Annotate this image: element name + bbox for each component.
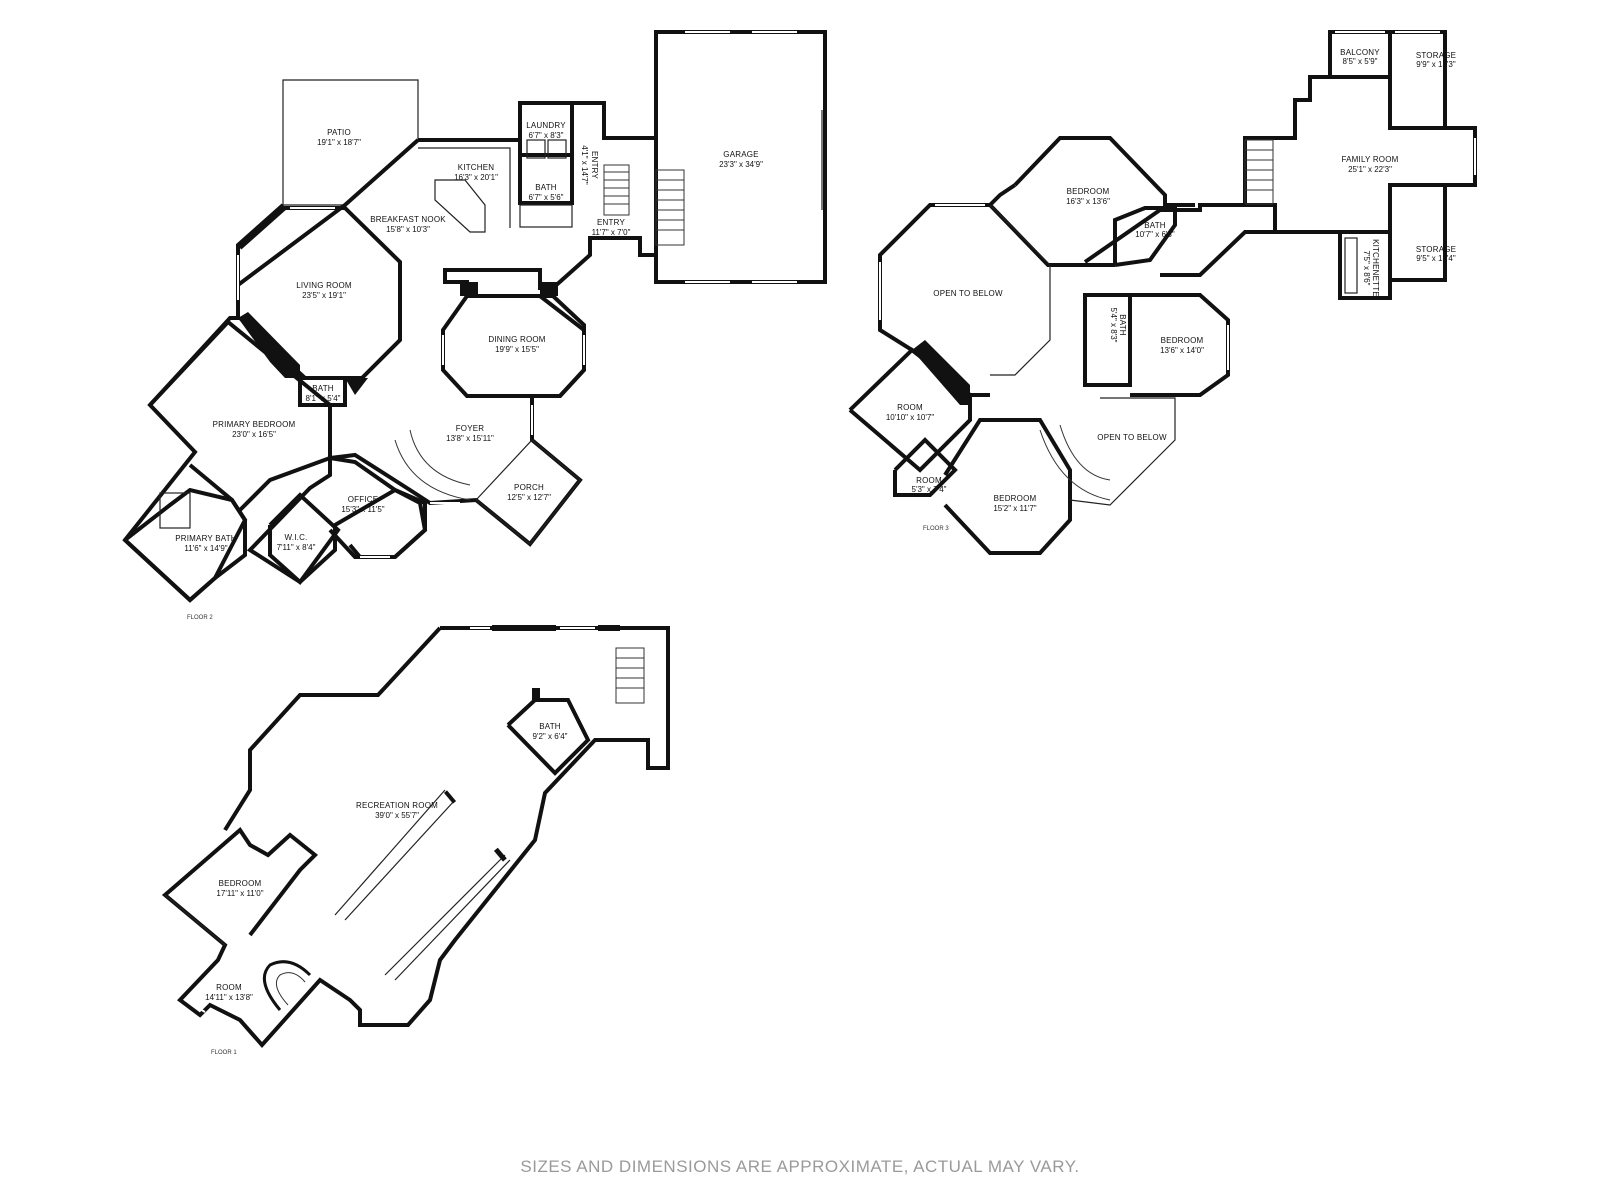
room-dim: 9'5" x 13'4" bbox=[1416, 254, 1456, 263]
room-label: BALCONY bbox=[1340, 48, 1380, 57]
room-label: ENTRY bbox=[597, 218, 625, 227]
room-dim: 7'11" x 8'4" bbox=[277, 543, 316, 552]
room-dim: 11'6" x 14'9" bbox=[184, 544, 227, 553]
room-label: PRIMARY BEDROOM bbox=[213, 420, 296, 429]
room-dim: 8'1" x 5'4" bbox=[306, 394, 341, 403]
room-dim: 5'3" x 7'4" bbox=[912, 485, 947, 494]
room-label: FOYER bbox=[456, 424, 485, 433]
room-labels: PATIO 19'1" x 18'7" KITCHEN 16'3" x 20'1… bbox=[175, 48, 1456, 1056]
room-dim: 7'5" x 8'6" bbox=[1362, 251, 1371, 286]
room-label: W.I.C. bbox=[285, 533, 308, 542]
room-dim: 25'1" x 22'3" bbox=[1348, 165, 1392, 174]
room-dim: 13'6" x 14'0" bbox=[1160, 346, 1204, 355]
room-label: PATIO bbox=[327, 128, 351, 137]
room-dim: 16'3" x 20'1" bbox=[454, 173, 498, 182]
room-label: ROOM bbox=[916, 476, 942, 485]
room-label: BEDROOM bbox=[994, 494, 1037, 503]
room-label: BATH bbox=[539, 722, 561, 731]
room-dim: 17'11" x 11'0" bbox=[216, 889, 263, 898]
room-label: BEDROOM bbox=[1161, 336, 1204, 345]
room-dim: 4'1" x 14'7" bbox=[580, 145, 589, 185]
room-dim: 11'7" x 7'0" bbox=[592, 228, 631, 237]
room-dim: 16'3" x 13'6" bbox=[1066, 197, 1110, 206]
room-dim: 15'8" x 10'3" bbox=[386, 225, 430, 234]
room-dim: 15'3" x 11'5" bbox=[341, 505, 384, 514]
room-dim: 39'0" x 55'7" bbox=[375, 811, 419, 820]
room-dim: 9'9" x 13'3" bbox=[1416, 60, 1456, 69]
room-label: BATH bbox=[1118, 314, 1127, 336]
room-dim: 13'8" x 15'11" bbox=[446, 434, 494, 443]
room-label: BATH bbox=[312, 384, 334, 393]
room-dim: 8'5" x 5'9" bbox=[1343, 57, 1378, 66]
room-dim: 10'7" x 6'3" bbox=[1135, 230, 1175, 239]
room-label: BEDROOM bbox=[1067, 187, 1110, 196]
room-label: ROOM bbox=[897, 403, 923, 412]
room-label: GARAGE bbox=[723, 150, 758, 159]
room-label: OFFICE bbox=[348, 495, 379, 504]
room-dim: 5'4" x 8'3" bbox=[1109, 308, 1118, 343]
room-label: ENTRY bbox=[590, 151, 599, 179]
room-label: BEDROOM bbox=[219, 879, 262, 888]
room-dim: 14'11" x 13'8" bbox=[205, 993, 253, 1002]
room-dim: 19'9" x 15'5" bbox=[495, 345, 539, 354]
room-label: PRIMARY BATH bbox=[175, 534, 237, 543]
room-label: BATH bbox=[535, 183, 557, 192]
room-dim: 6'7" x 8'3" bbox=[529, 131, 564, 140]
room-label: KITCHEN bbox=[458, 163, 495, 172]
room-dim: 23'5" x 19'1" bbox=[302, 291, 346, 300]
room-dim: 19'1" x 18'7" bbox=[317, 138, 361, 147]
floor-label: FLOOR 3 bbox=[923, 526, 949, 532]
room-label: KITCHENETTE bbox=[1371, 239, 1380, 297]
floor-label: FLOOR 2 bbox=[187, 615, 213, 621]
room-label: RECREATION ROOM bbox=[356, 801, 438, 810]
room-label: LIVING ROOM bbox=[296, 281, 352, 290]
room-label: STORAGE bbox=[1416, 51, 1456, 60]
room-label: DINING ROOM bbox=[488, 335, 545, 344]
room-label: FAMILY ROOM bbox=[1341, 155, 1398, 164]
room-dim: 10'10" x 10'7" bbox=[886, 413, 934, 422]
room-dim: 9'2" x 6'4" bbox=[533, 732, 568, 741]
floor-3-plan bbox=[848, 30, 1477, 555]
disclaimer-text: SIZES AND DIMENSIONS ARE APPROXIMATE, AC… bbox=[520, 1157, 1080, 1176]
room-label: LAUNDRY bbox=[526, 121, 566, 130]
room-dim: 12'5" x 12'7" bbox=[507, 493, 551, 502]
room-label: OPEN TO BELOW bbox=[1097, 433, 1167, 442]
room-dim: 23'3" x 34'9" bbox=[719, 160, 763, 169]
room-label: OPEN TO BELOW bbox=[933, 289, 1003, 298]
floor-2-plan bbox=[122, 30, 827, 603]
room-label: ROOM bbox=[216, 983, 242, 992]
room-label: BREAKFAST NOOK bbox=[370, 215, 446, 224]
room-label: STORAGE bbox=[1416, 245, 1456, 254]
room-dim: 15'2" x 11'7" bbox=[993, 504, 1036, 513]
floor-1-plan bbox=[161, 625, 670, 1049]
floor-label: FLOOR 1 bbox=[211, 1050, 237, 1056]
room-dim: 6'7" x 5'6" bbox=[529, 193, 564, 202]
room-dim: 23'0" x 16'5" bbox=[232, 430, 276, 439]
room-label: PORCH bbox=[514, 483, 544, 492]
room-label: BATH bbox=[1144, 221, 1166, 230]
